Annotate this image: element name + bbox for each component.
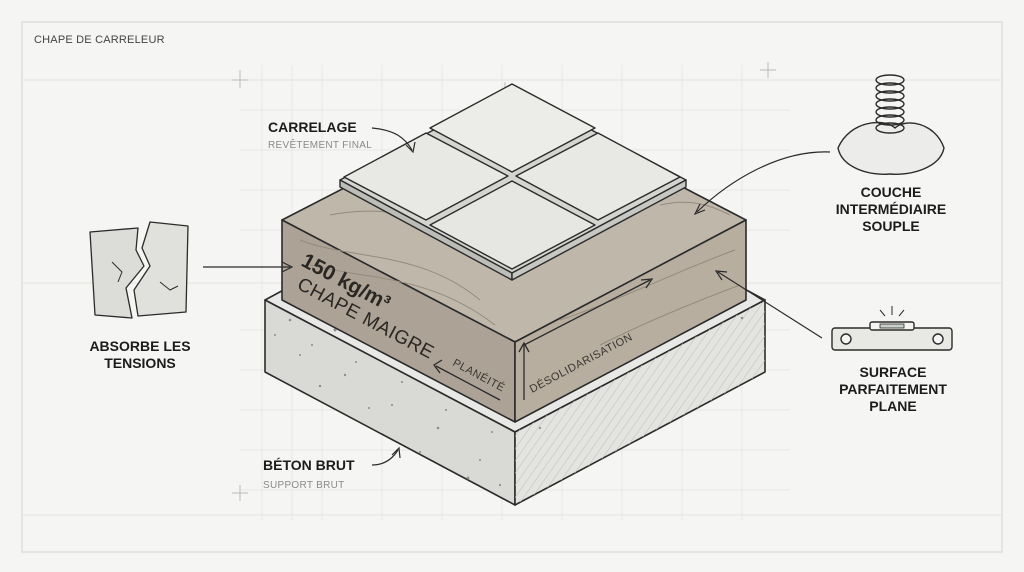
callout-lines xyxy=(203,127,831,466)
soft-layer-callout-line3: SOUPLE xyxy=(862,218,920,234)
tension-callout-line1: ABSORBE LES xyxy=(89,338,190,354)
flat-surface-callout-line1: SURFACE xyxy=(860,364,927,380)
tile-layer xyxy=(339,83,687,281)
concrete-sublabel: SUPPORT BRUT xyxy=(263,480,345,491)
concrete-label: BÉTON BRUT xyxy=(263,457,355,473)
spirit-level-icon xyxy=(831,306,953,351)
spring-cushion-icon xyxy=(837,74,945,175)
soft-layer-callout-line1: COUCHE xyxy=(861,184,922,200)
tile-label: CARRELAGE xyxy=(268,119,357,135)
cracked-tile-icon xyxy=(89,221,189,319)
flatness-arrow xyxy=(433,359,501,401)
tension-callout-line2: TENSIONS xyxy=(104,355,176,371)
soft-layer-callout-line2: INTERMÉDIAIRE xyxy=(836,201,946,217)
screed-texture xyxy=(299,201,741,346)
decoupling-arrow xyxy=(518,278,654,400)
flat-surface-callout-line3: PLANE xyxy=(869,398,916,414)
flat-surface-callout-line2: PARFAITEMENT xyxy=(839,381,947,397)
diagram-title: CHAPE DE CARRELEUR xyxy=(34,34,165,46)
tile-sublabel: REVÊTEMENT FINAL xyxy=(268,138,372,151)
